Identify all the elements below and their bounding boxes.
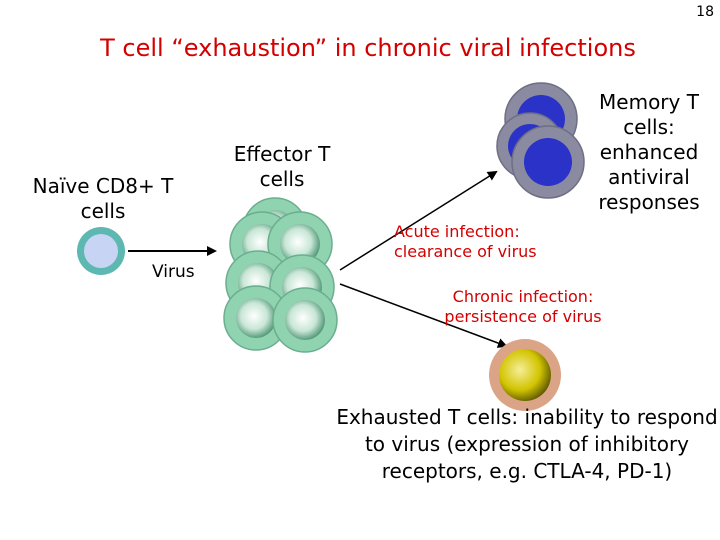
memory-cell [511, 125, 585, 199]
slide-number: 18 [696, 4, 714, 20]
chronic-infection-label: Chronic infection: persistence of virus [444, 287, 602, 326]
memory-label: Memory T cells: enhanced antiviral respo… [598, 90, 700, 214]
naive-cd8-label: Naïve CD8+ T cells [32, 174, 174, 223]
slide-title: T cell “exhaustion” in chronic viral inf… [100, 34, 636, 62]
effector-t-cell-cluster [223, 197, 338, 353]
exhausted-label: Exhausted T cells: inability to respond … [336, 405, 718, 483]
acute-infection-label: Acute infection: clearance of virus [394, 222, 537, 261]
naive-t-cell [77, 227, 125, 275]
virus-label: Virus [152, 262, 195, 282]
memory-t-cell-cluster [496, 82, 585, 199]
effector-label: Effector T cells [233, 142, 331, 191]
effector-to-memory-arrow [339, 170, 498, 271]
effector-to-exhausted-arrow [339, 283, 508, 348]
exhausted-t-cell [489, 339, 561, 411]
effector-cell [223, 285, 289, 351]
effector-cell [272, 287, 338, 353]
